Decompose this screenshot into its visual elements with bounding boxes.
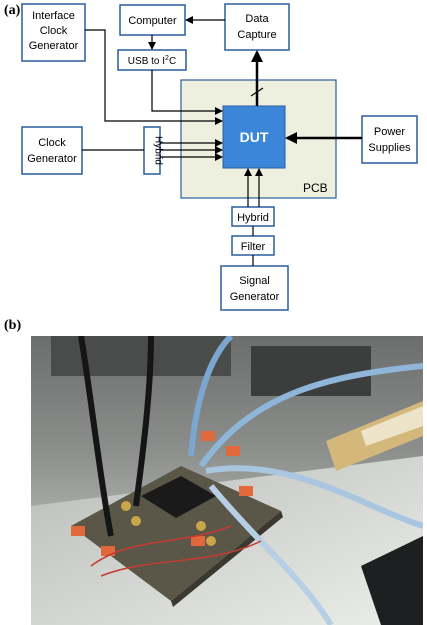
- usb-to-i2c-prefix: USB to I: [128, 56, 165, 67]
- interface-clock-label-line1: Interface: [32, 10, 75, 22]
- interface-clock-label-line3: Generator: [29, 40, 79, 52]
- chip-socket: [141, 476, 216, 518]
- sma-connector-3: [196, 521, 206, 531]
- cable-blue-2: [198, 363, 423, 468]
- wire-red-1: [90, 525, 232, 567]
- connector-orange-5: [71, 526, 85, 536]
- clock-generator-block: [21, 126, 83, 175]
- equipment-top: [51, 336, 231, 376]
- cable-black-1: [78, 336, 114, 537]
- connector-orange-4: [191, 536, 205, 546]
- pcb-photo: [71, 466, 281, 601]
- sma-connector-2: [131, 516, 141, 526]
- usb-to-i2c-suffix: C: [169, 56, 176, 67]
- dut-label: DUT: [240, 129, 269, 145]
- connector-orange-1: [201, 431, 215, 441]
- clock-generator-label-line1: Clock: [38, 137, 66, 149]
- filter-module-label: [361, 406, 423, 446]
- hybrid-vertical-label: Hybrid: [153, 136, 164, 165]
- filter-label: Filter: [241, 241, 266, 253]
- sma-connector-1: [121, 501, 131, 511]
- interface-clock-label-line2: Clock: [40, 25, 68, 37]
- arrow-usb-to-dut: [151, 70, 223, 115]
- power-supplies-label-line2: Supplies: [368, 142, 411, 154]
- dut-block: [222, 105, 286, 169]
- panel-b-label: (b): [4, 318, 22, 333]
- computer-label: Computer: [128, 15, 177, 27]
- bus-slash: [250, 87, 264, 97]
- usb-to-i2c-sup: 2: [165, 55, 169, 62]
- power-supplies-label-line1: Power: [374, 126, 406, 138]
- signal-generator-label-line1: Signal: [239, 275, 270, 287]
- wire-red-2: [100, 540, 262, 577]
- power-supplies-block: [361, 115, 418, 164]
- keyboard: [361, 536, 423, 625]
- connector-orange-2: [226, 446, 240, 456]
- panel-a-label: (a): [4, 3, 21, 18]
- interface-clock-generator-block: [21, 3, 86, 62]
- connector-orange-6: [101, 546, 115, 556]
- clock-generator-label-line2: Generator: [27, 153, 77, 165]
- sma-connector-4: [206, 536, 216, 546]
- data-capture-label-line1: Data: [245, 13, 269, 25]
- cable-blue-3: [205, 465, 423, 529]
- cable-black-2: [133, 336, 154, 507]
- arrow-interface-clock-to-dut: [85, 29, 223, 125]
- cable-blue-1: [188, 336, 234, 457]
- usb-to-i2c-label: USB to I2C: [128, 55, 176, 67]
- data-capture-label-line2: Capture: [237, 29, 276, 41]
- block-diagram: PCB DUT Interface Clock Generator Comput…: [21, 3, 418, 311]
- signal-generator-label-line2: Generator: [230, 291, 280, 303]
- cable-blue-4: [208, 484, 334, 625]
- connector-orange-3: [239, 486, 253, 496]
- data-capture-block: [224, 3, 290, 51]
- signal-generator-block: [220, 265, 289, 311]
- pcb-label: PCB: [303, 181, 328, 195]
- lab-setup-photo: [31, 336, 423, 625]
- hybrid-bottom-label: Hybrid: [237, 212, 269, 224]
